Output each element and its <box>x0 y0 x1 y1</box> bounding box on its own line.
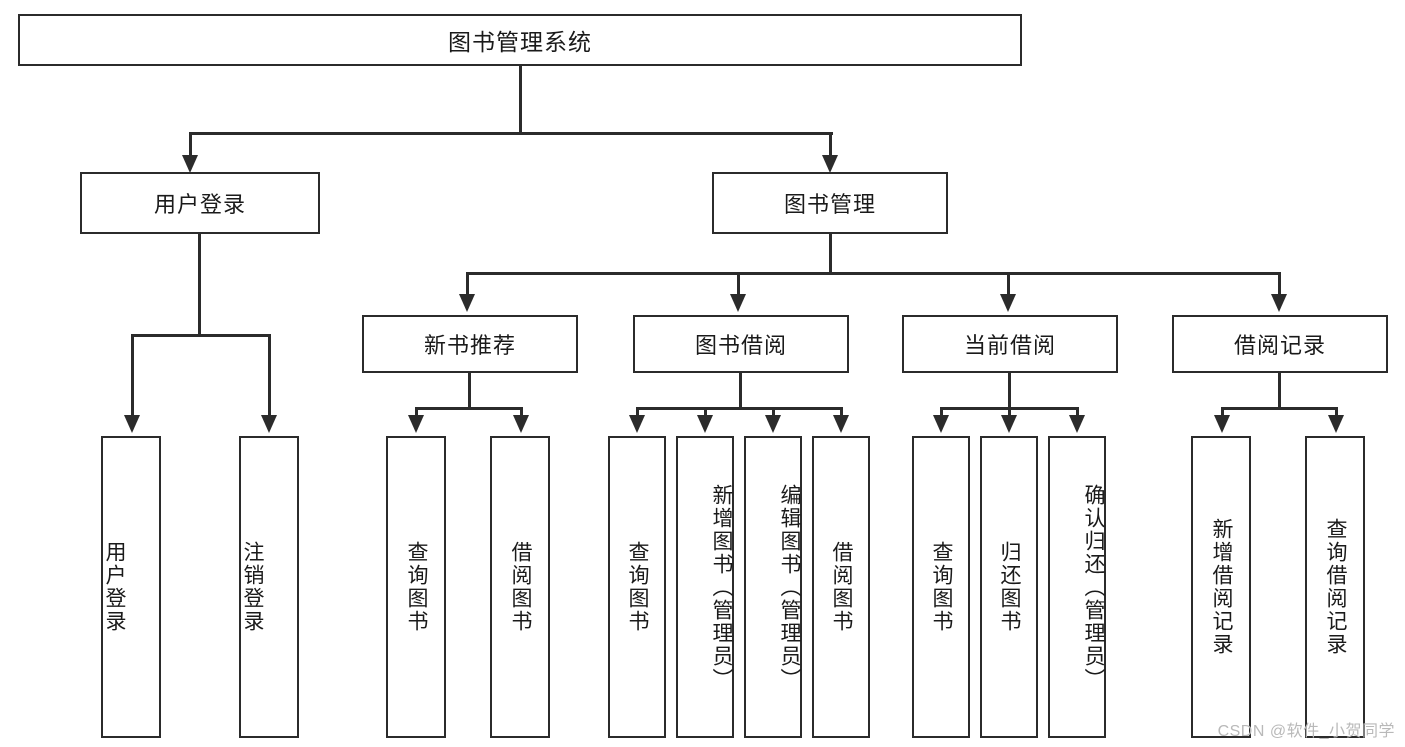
arrowhead-icon <box>765 415 781 433</box>
node-label: 当前借阅 <box>963 333 1056 358</box>
connector-borrow-record-drop-1 <box>1221 407 1224 419</box>
node-label: 归还图书 <box>998 541 1022 633</box>
node-label: 用户登录 <box>153 192 246 217</box>
node-label: 借阅图书 <box>509 541 533 633</box>
node-label: 注销登录 <box>241 541 265 633</box>
connector-book-mgmt-drop-2 <box>737 272 740 298</box>
connector-book-mgmt-drop-4 <box>1278 272 1281 298</box>
connector-user-login-bus <box>132 334 271 337</box>
node-label: 查询图书 <box>930 541 954 633</box>
arrowhead-icon <box>833 415 849 433</box>
connector-book-borrow-drop-2 <box>704 407 707 419</box>
arrowhead-icon <box>697 415 713 433</box>
leaf-query-book-recommend[interactable]: 查询图书 <box>386 436 446 738</box>
connector-book-borrow-stem <box>739 373 742 409</box>
connector-book-mgmt-bus <box>467 272 1281 275</box>
node-book-borrow[interactable]: 图书借阅 <box>633 315 849 373</box>
connector-new-book-bus <box>416 407 523 410</box>
connector-book-borrow-drop-1 <box>636 407 639 419</box>
node-label: 确认归还（管理员） <box>1082 483 1105 691</box>
leaf-query-book-borrow[interactable]: 查询图书 <box>608 436 666 738</box>
connector-book-borrow-bus <box>637 407 841 410</box>
node-label: 新增借阅记录 <box>1210 518 1234 656</box>
node-user-login[interactable]: 用户登录 <box>80 172 320 234</box>
connector-user-login-stem <box>198 234 201 336</box>
connector-new-book-drop-2 <box>520 407 523 419</box>
connector-root-bus <box>190 132 833 135</box>
node-label: 借阅记录 <box>1233 333 1326 358</box>
connector-current-borrow-drop-1 <box>940 407 943 419</box>
arrowhead-icon <box>261 415 277 433</box>
arrowhead-icon <box>1000 294 1016 312</box>
leaf-add-book-admin[interactable]: 新增图书（管理员） <box>676 436 734 738</box>
leaf-query-book-current[interactable]: 查询图书 <box>912 436 970 738</box>
arrowhead-icon <box>730 294 746 312</box>
arrowhead-icon <box>822 155 838 173</box>
arrowhead-icon <box>1001 415 1017 433</box>
connector-book-borrow-drop-3 <box>772 407 775 419</box>
arrowhead-icon <box>182 155 198 173</box>
connector-borrow-record-stem <box>1278 373 1281 409</box>
leaf-borrow-book-recommend[interactable]: 借阅图书 <box>490 436 550 738</box>
node-label: 新增图书（管理员） <box>710 483 733 691</box>
arrowhead-icon <box>1328 415 1344 433</box>
node-label: 查询图书 <box>626 541 650 633</box>
node-current-borrow[interactable]: 当前借阅 <box>902 315 1118 373</box>
leaf-add-borrow-record[interactable]: 新增借阅记录 <box>1191 436 1251 738</box>
node-book-management[interactable]: 图书管理 <box>712 172 948 234</box>
arrowhead-icon <box>408 415 424 433</box>
connector-new-book-drop-1 <box>415 407 418 419</box>
connector-current-borrow-drop-2 <box>1008 407 1011 419</box>
node-label: 图书借阅 <box>694 333 787 358</box>
node-root-book-management-system[interactable]: 图书管理系统 <box>18 14 1022 66</box>
arrowhead-icon <box>1069 415 1085 433</box>
connector-current-borrow-stem <box>1008 373 1011 409</box>
connector-borrow-record-bus <box>1222 407 1338 410</box>
connector-book-mgmt-drop-3 <box>1007 272 1010 298</box>
node-label: 新书推荐 <box>423 333 516 358</box>
node-label: 借阅图书 <box>830 541 854 633</box>
node-borrow-record[interactable]: 借阅记录 <box>1172 315 1388 373</box>
node-label: 查询借阅记录 <box>1324 518 1348 656</box>
arrowhead-icon <box>629 415 645 433</box>
arrowhead-icon <box>1271 294 1287 312</box>
connector-root-stem <box>519 66 522 134</box>
arrowhead-icon <box>933 415 949 433</box>
connector-book-borrow-drop-4 <box>840 407 843 419</box>
leaf-edit-book-admin[interactable]: 编辑图书（管理员） <box>744 436 802 738</box>
connector-user-login-drop-1 <box>131 334 134 419</box>
connector-current-borrow-drop-3 <box>1076 407 1079 419</box>
leaf-confirm-return-admin[interactable]: 确认归还（管理员） <box>1048 436 1106 738</box>
node-label: 查询图书 <box>405 541 429 633</box>
connector-root-drop-2 <box>829 132 832 160</box>
connector-root-drop-1 <box>189 132 192 160</box>
node-new-book-recommend[interactable]: 新书推荐 <box>362 315 578 373</box>
connector-book-mgmt-drop-1 <box>466 272 469 298</box>
node-label: 编辑图书（管理员） <box>778 483 801 691</box>
arrowhead-icon <box>459 294 475 312</box>
connector-book-mgmt-stem <box>829 234 832 274</box>
leaf-logout[interactable]: 注销登录 <box>239 436 299 738</box>
leaf-return-book[interactable]: 归还图书 <box>980 436 1038 738</box>
connector-borrow-record-drop-2 <box>1335 407 1338 419</box>
arrowhead-icon <box>513 415 529 433</box>
node-label: 图书管理系统 <box>448 29 592 55</box>
arrowhead-icon <box>124 415 140 433</box>
connector-new-book-stem <box>468 373 471 409</box>
leaf-query-borrow-record[interactable]: 查询借阅记录 <box>1305 436 1365 738</box>
leaf-borrow-book[interactable]: 借阅图书 <box>812 436 870 738</box>
node-label: 用户登录 <box>103 541 127 633</box>
arrowhead-icon <box>1214 415 1230 433</box>
node-label: 图书管理 <box>783 192 876 217</box>
leaf-user-login[interactable]: 用户登录 <box>101 436 161 738</box>
connector-user-login-drop-2 <box>268 334 271 419</box>
